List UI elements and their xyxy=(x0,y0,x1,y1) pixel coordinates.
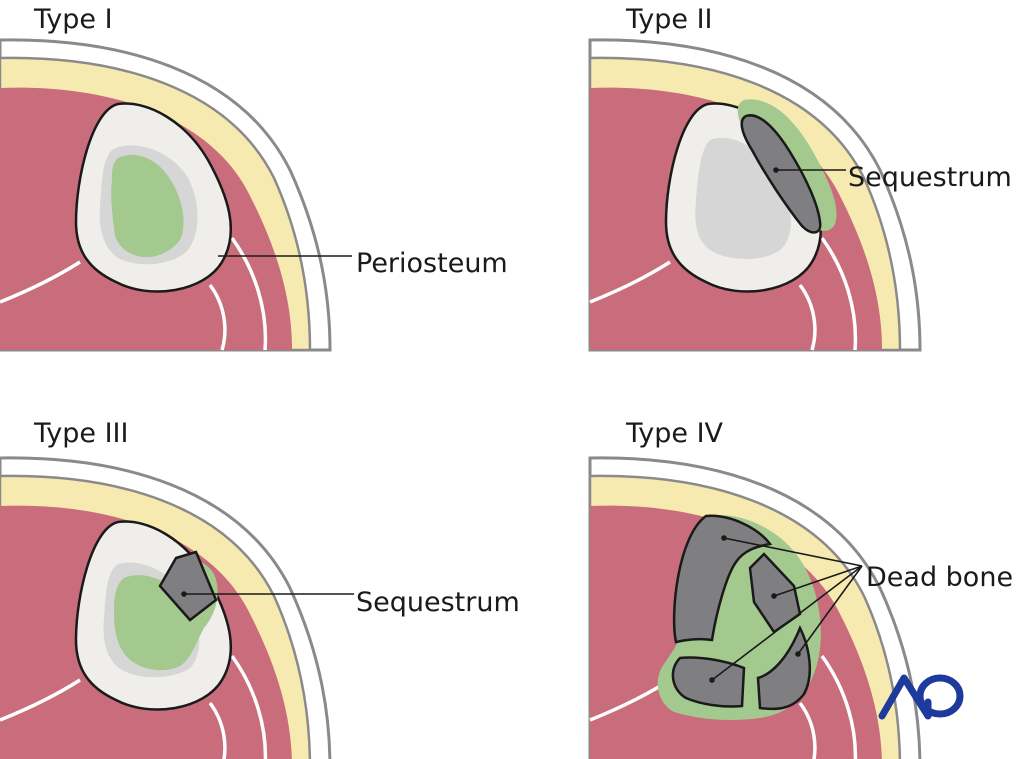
sequestrum-label: Sequestrum xyxy=(356,587,520,618)
panel-type-1: Type I Periosteum xyxy=(0,4,508,352)
sequestrum-fragment xyxy=(740,114,822,234)
panel-title: Type II xyxy=(625,4,713,35)
panel-type-2: Type II Sequestrum xyxy=(588,4,1012,352)
ao-logo-o xyxy=(916,674,964,718)
infection-area xyxy=(111,154,184,258)
ao-logo: AO xyxy=(878,674,964,720)
dead-bone-label: Dead bone xyxy=(866,562,1013,593)
dead-bone-fragment xyxy=(672,514,773,644)
panel-title: Type III xyxy=(33,418,129,449)
panel-title: Type I xyxy=(33,4,113,35)
sequestrum-label: Sequestrum xyxy=(848,162,1012,193)
panel-type-4: Type IV Dead bone xyxy=(588,418,1013,759)
periosteum-label: Periosteum xyxy=(356,248,508,279)
sequestrum-fragment xyxy=(158,550,218,622)
dead-bone-fragment xyxy=(756,624,811,711)
panel-title: Type IV xyxy=(625,418,724,449)
panel-type-3: Type III Sequestrum xyxy=(0,418,520,759)
